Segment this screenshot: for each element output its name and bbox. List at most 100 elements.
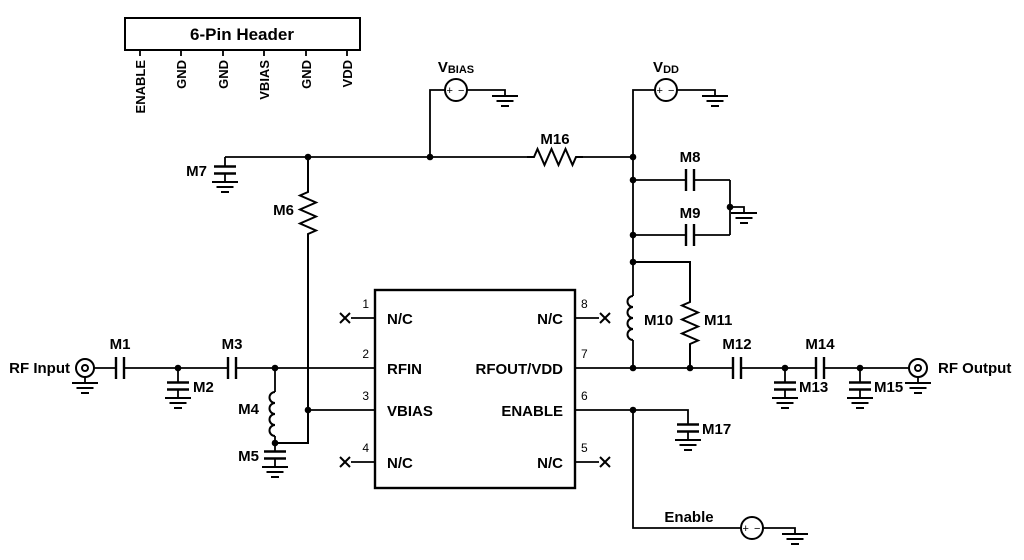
ic-pin-name: ENABLE <box>501 403 563 420</box>
junction-dot <box>781 364 789 372</box>
junction-dot <box>304 406 312 414</box>
capacitor-plates <box>684 167 696 193</box>
label-m13: M13 <box>799 379 828 396</box>
capacitor-m17: M17 <box>675 421 731 438</box>
resistor-zigzag <box>275 157 319 444</box>
junction-dot <box>629 364 637 372</box>
rf-output-label: RF Output <box>938 360 1011 377</box>
capacitor-plates <box>212 165 238 175</box>
header-pin-stubs <box>139 50 348 56</box>
junction-dot <box>726 203 734 211</box>
label-m16: M16 <box>540 131 569 148</box>
capacitor-m2: M2 <box>165 379 214 396</box>
enable-source: + − Enable <box>664 509 764 540</box>
nc-x-icon <box>339 312 351 324</box>
vdd-source: + − VDD <box>653 59 679 102</box>
ic-pin-name: N/C <box>387 455 413 472</box>
wires <box>84 89 919 534</box>
header-pin-label: ENABLE <box>133 60 148 114</box>
wire-nc-stubs <box>351 317 599 463</box>
ic-pin-number: 6 <box>581 389 588 403</box>
junction-dot <box>629 231 637 239</box>
vdd-source-circle <box>654 78 678 102</box>
ic-amplifier: 1 2 3 4 8 7 6 5 N/C RFIN VBIAS N/C N/C R… <box>362 288 588 490</box>
header-pin-label: GND <box>174 60 189 89</box>
capacitor-m9: M9 <box>680 205 700 248</box>
header-pin-label: GND <box>299 60 314 89</box>
resistor-m6: M6 <box>273 157 319 444</box>
junction-dot <box>629 258 637 266</box>
vbias-polarity: + − <box>447 85 466 97</box>
junction-dot <box>426 153 434 161</box>
ic-pin-number: 1 <box>362 297 369 311</box>
rf-input-port: RF Input <box>9 358 95 378</box>
label-m7: M7 <box>186 163 207 180</box>
label-m14: M14 <box>805 336 835 353</box>
capacitor-m12: M12 <box>722 336 752 381</box>
vdd-polarity: + − <box>657 85 676 97</box>
capacitor-m14: M14 <box>805 336 835 381</box>
capacitor-plates <box>114 355 126 381</box>
label-m2: M2 <box>193 379 214 396</box>
ground-icon <box>261 466 289 478</box>
wire-vdd-branch <box>632 89 716 368</box>
enable-polarity: + − <box>743 523 762 535</box>
junction-dot <box>629 153 637 161</box>
inductor-coil <box>626 295 634 341</box>
capacitor-m3: M3 <box>222 336 243 381</box>
label-m17: M17 <box>702 421 731 438</box>
ground-icon <box>904 382 932 394</box>
ground-icon <box>730 212 758 224</box>
ground-icon <box>71 382 99 394</box>
capacitor-m8: M8 <box>680 149 700 193</box>
capacitor-plates <box>262 450 288 460</box>
capacitor-plates <box>847 381 873 391</box>
capacitor-plates <box>226 355 238 381</box>
wire-decoupling-caps <box>633 179 745 236</box>
ground-icon <box>674 439 702 451</box>
junction-dot <box>629 406 637 414</box>
ic-pin-name: N/C <box>387 311 413 328</box>
enable-source-circle <box>740 516 764 540</box>
label-m12: M12 <box>722 336 751 353</box>
ic-body <box>373 288 577 490</box>
wire-enable-net <box>575 409 796 534</box>
ground-icon <box>211 181 239 193</box>
ground-icon <box>701 95 729 107</box>
label-m6: M6 <box>273 202 294 219</box>
label-m5: M5 <box>238 448 259 465</box>
junction-dot <box>629 176 637 184</box>
ic-pin-name: VBIAS <box>387 403 433 420</box>
label-m3: M3 <box>222 336 243 353</box>
header-pin-label: GND <box>216 60 231 89</box>
wire-input-chain <box>84 367 375 467</box>
ground-icon <box>164 397 192 409</box>
vdd-label: VDD <box>653 59 679 76</box>
label-m1: M1 <box>110 336 131 353</box>
junction-dots <box>174 153 864 447</box>
ground-icon <box>781 533 809 545</box>
header-pin-label: VDD <box>340 60 355 87</box>
inductor-m10: M10 <box>626 295 673 341</box>
resistor-zigzag <box>633 261 701 368</box>
rf-input-label: RF Input <box>9 360 70 377</box>
capacitor-m1: M1 <box>110 336 131 381</box>
rf-connector-pin <box>914 364 922 372</box>
ic-pin-number: 4 <box>362 441 369 455</box>
ic-pin-number: 7 <box>581 347 588 361</box>
ground-icon <box>846 397 874 409</box>
label-m15: M15 <box>874 379 903 396</box>
wire-output-chain <box>575 367 919 398</box>
ic-pin-number: 2 <box>362 347 369 361</box>
ground-icon <box>771 397 799 409</box>
header-box <box>124 17 361 51</box>
label-m4: M4 <box>238 401 259 418</box>
capacitor-plates <box>165 381 191 391</box>
label-m10: M10 <box>644 312 673 329</box>
ground-icon <box>491 95 519 107</box>
capacitor-plates <box>675 423 701 433</box>
junction-dot <box>174 364 182 372</box>
inductor-m4: M4 <box>238 391 276 437</box>
